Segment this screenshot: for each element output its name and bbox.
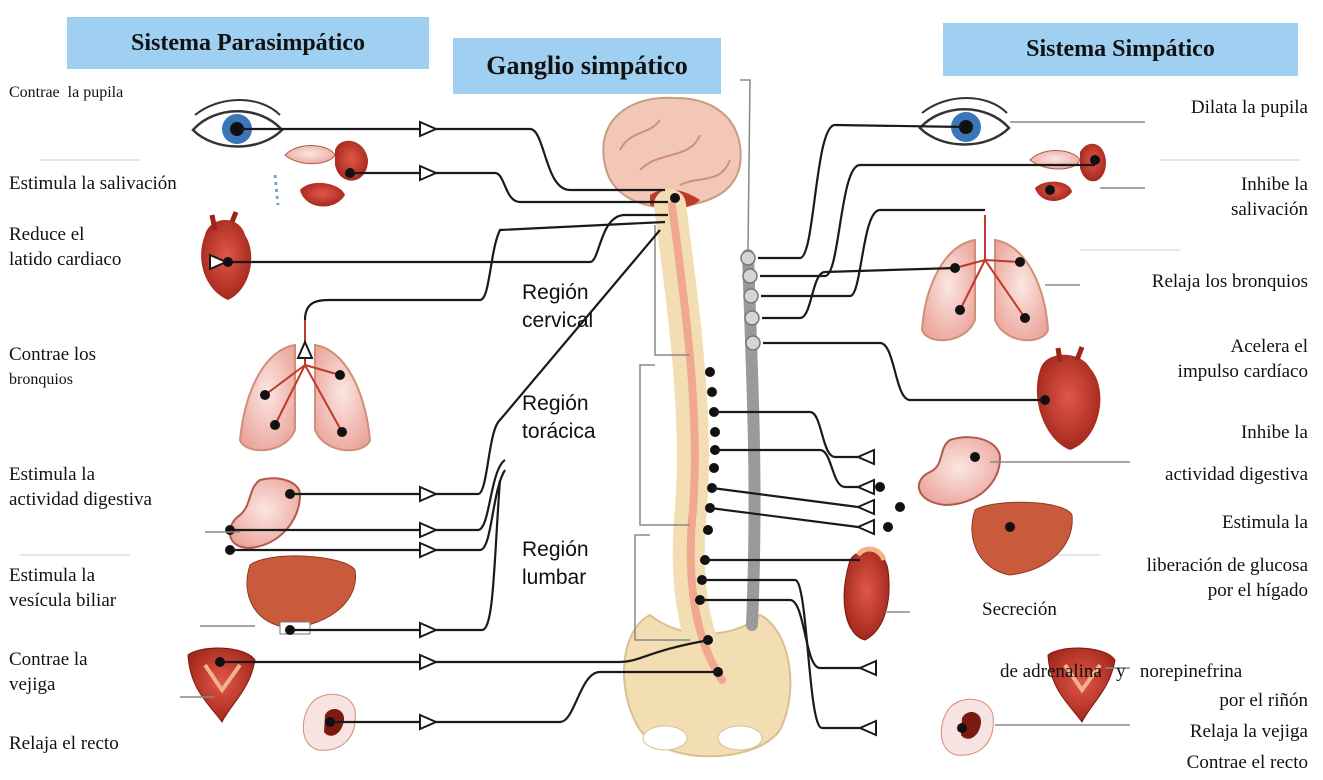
left-label-bladder-line1: Contrae la: [9, 647, 88, 672]
region-lumbar-line2: lumbar: [522, 564, 589, 592]
right-label-digestive-2: actividad digestiva: [1165, 462, 1308, 487]
right-label-adrenal-a: de adrenalina: [1000, 661, 1102, 682]
left-label-heart-line1: Reduce el: [9, 222, 121, 247]
left-liver-icon: [247, 556, 356, 634]
left-label-pupil: Contrae la pupila: [9, 80, 123, 105]
left-label-gallbladder: Estimula la vesícula biliar: [9, 563, 116, 613]
right-label-glucose-line2: liberación de glucosa: [1147, 553, 1308, 578]
region-cervical-line1: Región: [522, 279, 593, 307]
right-label-adrenal-2: de adrenalina y norepinefrina: [1000, 659, 1242, 684]
right-label-adrenal-c: norepinefrina: [1140, 661, 1242, 682]
left-label-lungs: Contrae los bronquios: [9, 342, 96, 392]
region-thoracic-line1: Región: [522, 390, 596, 418]
left-label-rectum: Relaja el recto: [9, 731, 119, 756]
left-label-digestive-line1: Estimula la: [9, 462, 152, 487]
left-label-pupil-b: la pupila: [68, 84, 124, 101]
right-label-digestive-1: Inhibe la: [1241, 420, 1308, 445]
right-kidney-icon: [844, 549, 889, 640]
right-label-heart: Acelera el impulso cardíaco: [1178, 334, 1308, 384]
left-label-pupil-a: Contrae: [9, 84, 60, 101]
left-label-lungs-line1: Contrae los: [9, 342, 96, 367]
right-lungs-icon: [922, 215, 1048, 340]
right-label-bronchi: Relaja los bronquios: [1152, 269, 1308, 294]
right-rectum-icon: [941, 699, 993, 755]
region-cervical-line2: cervical: [522, 307, 593, 335]
left-label-bladder-line2: vejiga: [9, 672, 88, 697]
right-eye-icon: [920, 98, 1009, 145]
sympathetic-header: Sistema Simpático: [943, 23, 1298, 76]
region-lumbar-line1: Región: [522, 536, 589, 564]
ganglion-header: Ganglio simpático: [453, 38, 721, 94]
right-stomach-icon: [919, 437, 1000, 505]
right-liver-icon: [972, 502, 1072, 575]
right-label-adrenal-b: y: [1116, 661, 1126, 682]
region-cervical: Región cervical: [522, 279, 593, 335]
left-label-digestive-line2: actividad digestiva: [9, 487, 152, 512]
left-label-heart-line2: latido cardiaco: [9, 247, 121, 272]
right-label-pupil: Dilata la pupila: [1191, 95, 1308, 120]
left-label-gallbladder-line2: vesícula biliar: [9, 588, 116, 613]
right-label-heart-line2: impulso cardíaco: [1178, 359, 1308, 384]
right-label-glucose-line3: por el hígado: [1147, 578, 1308, 603]
spinal-column: [670, 205, 722, 680]
region-lumbar: Región lumbar: [522, 536, 589, 592]
right-label-saliva-line2: salivación: [1231, 197, 1308, 222]
region-thoracic-line2: torácica: [522, 418, 596, 446]
left-label-saliva: Estimula la salivación: [9, 171, 177, 196]
right-label-saliva: Inhibe la salivación: [1231, 172, 1308, 222]
left-eye-icon: [193, 100, 282, 147]
left-label-digestive: Estimula la actividad digestiva: [9, 462, 152, 512]
left-label-heart: Reduce el latido cardiaco: [9, 222, 121, 272]
region-thoracic: Región torácica: [522, 390, 596, 446]
right-label-heart-line1: Acelera el: [1178, 334, 1308, 359]
left-heart-icon: [201, 212, 251, 300]
right-label-glucose: liberación de glucosa por el hígado: [1147, 553, 1308, 603]
left-stomach-icon: [230, 478, 300, 548]
right-label-glucose-1: Estimula la: [1222, 510, 1308, 535]
left-label-bladder: Contrae la vejiga: [9, 647, 88, 697]
sympathetic-chain: [741, 251, 760, 625]
right-label-adrenal-5: por el riñón: [1219, 688, 1308, 713]
left-label-gallbladder-line1: Estimula la: [9, 563, 116, 588]
right-label-bladder: Relaja la vejiga: [1190, 719, 1308, 744]
left-label-lungs-line2: bronquios: [9, 367, 96, 392]
right-salivary-gland-icon: [1030, 144, 1106, 201]
right-label-rectum: Contrae el recto: [1187, 750, 1308, 775]
right-label-adrenal-1: Secreción: [982, 597, 1057, 622]
parasympathetic-header: Sistema Parasimpático: [67, 17, 429, 69]
right-label-saliva-line1: Inhibe la: [1231, 172, 1308, 197]
